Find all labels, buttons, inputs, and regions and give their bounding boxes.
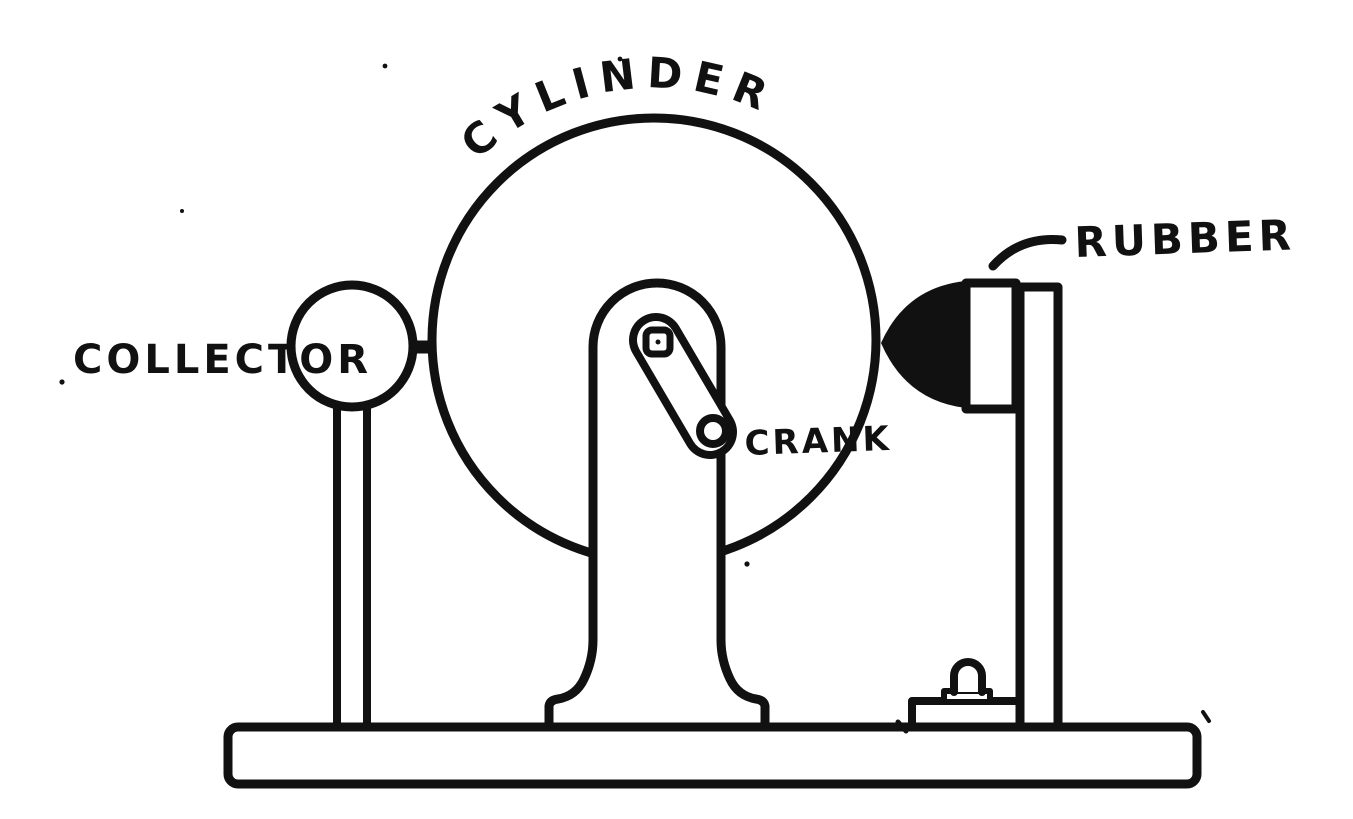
ink-speck: [180, 209, 184, 213]
binding-post-loop: [950, 658, 986, 696]
rubber-label: RUBBER: [1074, 210, 1297, 267]
rubber-pad-holder: [961, 278, 1021, 414]
baseboard: [223, 722, 1202, 789]
ink-speck: [617, 56, 623, 62]
ink-specks: [59, 56, 1211, 734]
collector-label: COLLECTOR: [73, 337, 372, 383]
crank-axle-center-dot: [655, 339, 661, 345]
crank-label: CRANK: [744, 419, 893, 464]
ink-speck: [382, 63, 388, 69]
ink-tick: [1201, 710, 1211, 723]
rubber-leader-stroke: [988, 235, 1067, 271]
ink-speck: [744, 561, 750, 567]
ink-tick: [895, 719, 909, 734]
rubber-post: [1015, 282, 1063, 732]
collector-sphere: [286, 280, 418, 412]
crank-handle: [696, 414, 730, 448]
ink-speck: [59, 379, 65, 385]
collector-post: [333, 398, 371, 731]
rubber-pad: [881, 281, 966, 408]
